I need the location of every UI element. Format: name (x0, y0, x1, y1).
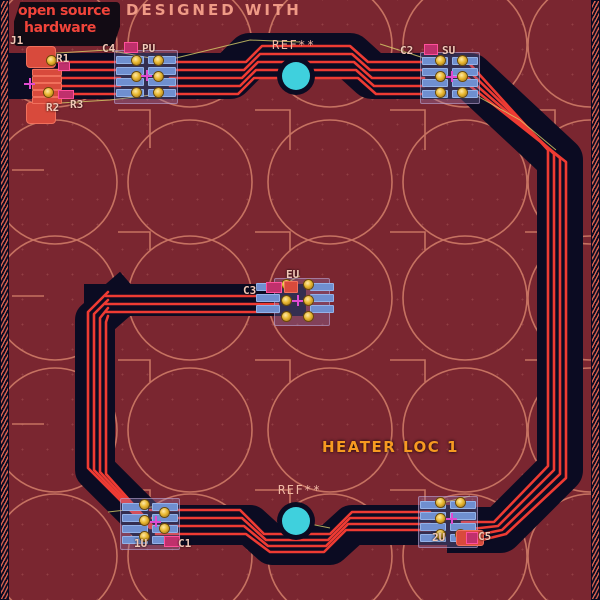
open-source-hardware-logo: open source hardware (14, 2, 120, 46)
refdes-su1: SU (442, 44, 456, 57)
pu1-lead-3 (116, 78, 144, 86)
pu1-pad-1 (132, 56, 141, 65)
pad-r2 (44, 88, 53, 97)
capacitor-c2 (424, 44, 438, 55)
mount-hole-bottom[interactable] (282, 507, 310, 535)
u1-pad-5 (160, 524, 169, 533)
pu1-origin-marker (141, 70, 152, 81)
su1-pad-5 (458, 72, 467, 81)
su1-lead-1 (422, 57, 448, 65)
refdes-r1: R1 (56, 52, 70, 65)
refdes-eu1: EU (286, 268, 300, 281)
resistor-c3b (284, 281, 298, 293)
designed-with-text: DESIGNED WITH (126, 1, 302, 19)
j1-pin-1 (32, 69, 62, 76)
eu1-lead-5 (310, 294, 334, 302)
capacitor-c3 (266, 282, 282, 293)
j1-origin-marker (24, 78, 35, 89)
su1-lead-2 (422, 68, 448, 76)
pu1-lead-2 (116, 67, 144, 75)
u2-origin-marker (446, 513, 457, 524)
pad-r1 (47, 56, 56, 65)
heater-location-label: HEATER LOC 1 (322, 438, 459, 456)
pu1-lead-4 (116, 89, 144, 97)
u1-pad-1 (140, 500, 149, 509)
pu1-pad-5 (154, 72, 163, 81)
refdes-r2: R2 (46, 101, 60, 114)
board-edge-right (591, 0, 600, 600)
refdes-c3: C3 (243, 284, 257, 297)
u2-lead-2 (420, 512, 446, 520)
u1-origin-marker (150, 516, 161, 527)
oshw-logo-background (14, 2, 120, 46)
su1-lead-4 (422, 90, 448, 98)
eu1-origin-marker (292, 295, 303, 306)
resistor-r3 (58, 90, 74, 99)
j1-pin-5 (32, 97, 62, 104)
u1-lead-4 (122, 536, 148, 544)
eu1-lead-4 (310, 283, 334, 291)
j1-pin-2 (32, 76, 62, 83)
ref-designator-top: REF** (272, 38, 316, 52)
eu1-pad-3 (282, 312, 291, 321)
u2-lead-3 (420, 523, 446, 531)
refdes-r3: R3 (70, 98, 84, 111)
su1-pad-2 (436, 72, 445, 81)
u2-pad-3 (436, 530, 445, 539)
u2-lead-6 (450, 512, 476, 520)
su1-lead-3 (422, 79, 448, 87)
ref-designator-bottom: REF** (278, 483, 322, 497)
u1-pad-2 (140, 516, 149, 525)
pu1-pad-6 (154, 88, 163, 97)
refdes-c4: C4 (102, 42, 116, 55)
pu1-pad-4 (154, 56, 163, 65)
mount-hole-top[interactable] (282, 62, 310, 90)
u1-lead-3 (122, 525, 148, 533)
refdes-j1: J1 (10, 34, 24, 47)
refdes-1u: 1U (134, 537, 148, 550)
su1-pad-4 (458, 56, 467, 65)
su1-origin-marker (446, 71, 457, 82)
board-edge-left (0, 0, 9, 600)
resistor-r1b (58, 62, 70, 71)
eu1-pad-2 (282, 296, 291, 305)
su1-pad-6 (458, 88, 467, 97)
pu1-pad-3 (132, 88, 141, 97)
refdes-c2: C2 (400, 44, 414, 57)
capacitor-c1 (164, 536, 180, 547)
eu1-pad-5 (304, 296, 313, 305)
oshw-logo-line1: open source (18, 3, 111, 19)
su1-pad-1 (436, 56, 445, 65)
pu1-pad-2 (132, 72, 141, 81)
pu1-lead-1 (116, 56, 144, 64)
oshw-logo-line2: hardware (24, 20, 96, 36)
u2-pad-1 (436, 498, 445, 507)
u1-pad-3 (140, 532, 149, 541)
capacitor-c5b (466, 532, 478, 544)
refdes-pu1: PU (142, 42, 156, 55)
u2-lead-1 (420, 501, 446, 509)
refdes-c5: C5 (478, 530, 492, 543)
u1-pad-4 (160, 508, 169, 517)
refdes-c1: C1 (178, 537, 192, 550)
u2-pad-2 (436, 514, 445, 523)
eu1-lead-3 (256, 305, 280, 313)
u2-pad-4 (456, 498, 465, 507)
eu1-lead-2 (256, 294, 280, 302)
refdes-2u: 2U (432, 531, 446, 544)
eu1-lead-6 (310, 305, 334, 313)
eu1-pad-6 (304, 312, 313, 321)
su1-pad-3 (436, 88, 445, 97)
eu1-pad-4 (304, 280, 313, 289)
u2-lead-4 (420, 534, 446, 542)
capacitor-c4 (124, 42, 138, 53)
